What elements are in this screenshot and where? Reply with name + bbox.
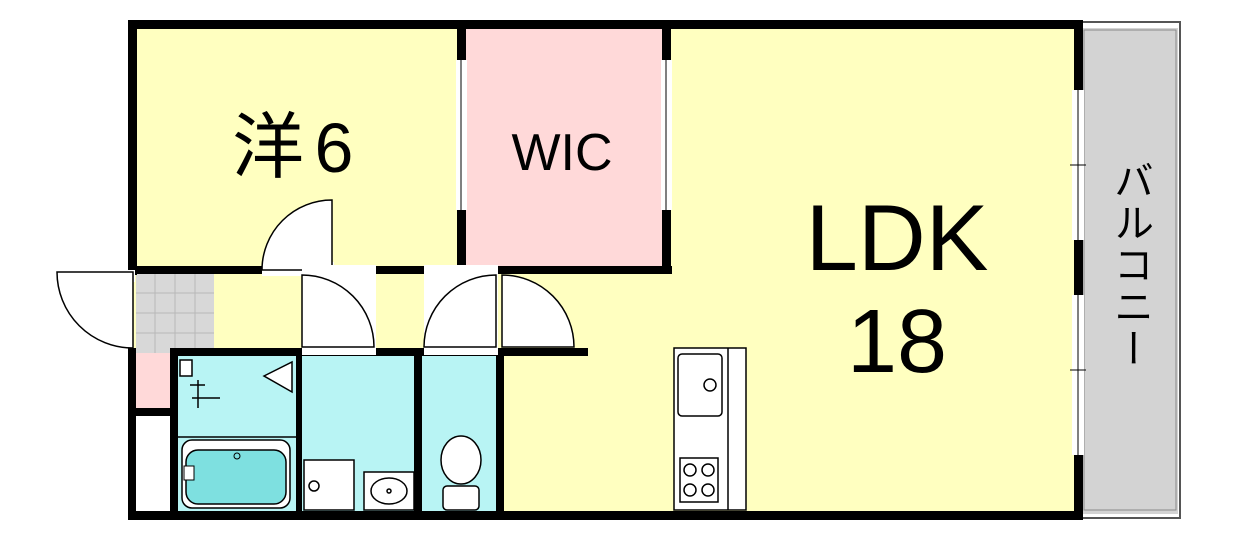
bathtub xyxy=(181,439,291,509)
window-openings xyxy=(1070,90,1086,455)
kitchen-counter xyxy=(673,347,747,511)
balcony-label: バルコニー xyxy=(1108,160,1152,370)
wic-openings xyxy=(456,60,672,210)
washroom-fixtures xyxy=(303,459,415,511)
balcony-floor xyxy=(1082,28,1178,514)
entrance-tile-grid xyxy=(136,273,214,353)
shoe-box-floor xyxy=(135,353,171,408)
bathroom-vanity xyxy=(178,359,296,438)
western-room-name: 洋 xyxy=(232,108,304,188)
toilet xyxy=(440,435,482,511)
door-swings xyxy=(55,199,575,355)
wic-floor xyxy=(463,25,668,270)
storage-floor xyxy=(136,418,171,514)
ldk-label: LDK xyxy=(806,185,989,290)
ldk-size: 18 xyxy=(847,292,947,392)
western-room-size: 6 xyxy=(315,109,354,187)
wic-label: WIC xyxy=(511,124,612,182)
